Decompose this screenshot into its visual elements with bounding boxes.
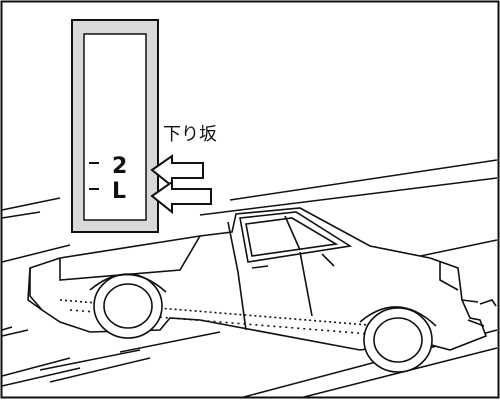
gear-position-2: 2 bbox=[112, 156, 127, 178]
gear-position-l: L bbox=[112, 181, 126, 203]
arrow-icon bbox=[152, 156, 211, 212]
slope-label: 下り坂 bbox=[163, 120, 217, 146]
